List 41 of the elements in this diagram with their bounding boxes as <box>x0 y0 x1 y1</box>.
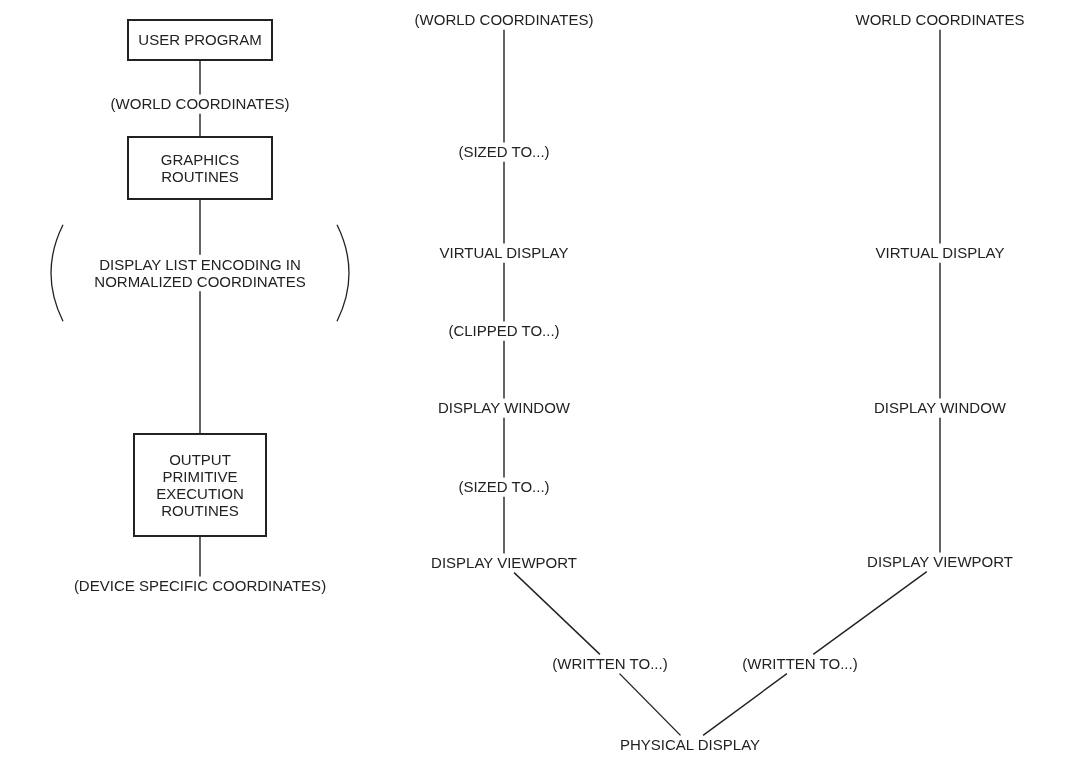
flow-label: (WORLD COORDINATES) <box>411 10 597 30</box>
flow-label: DISPLAY VIEWPORT <box>428 553 580 573</box>
connector-line <box>503 339 505 400</box>
flow-label: (SIZED TO...) <box>455 477 553 497</box>
connector-line <box>199 112 201 137</box>
connector-line <box>199 536 201 578</box>
connector-line <box>939 261 941 400</box>
flow-label: (SIZED TO...) <box>455 142 553 162</box>
process-box <box>127 136 273 200</box>
flow-label: VIRTUAL DISPLAY <box>872 243 1008 263</box>
connector-line <box>939 28 941 245</box>
flow-label: (DEVICE SPECIFIC COORDINATES) <box>70 576 330 596</box>
connector-line <box>199 199 201 256</box>
connector-line <box>513 571 601 656</box>
connector-line <box>812 570 928 656</box>
flow-label: DISPLAY LIST ENCODING IN NORMALIZED COORDINATES <box>65 254 335 292</box>
flow-label: (WRITTEN TO...) <box>549 654 671 674</box>
flow-label: (WRITTEN TO...) <box>739 654 861 674</box>
connector-line <box>503 160 505 245</box>
box-text: OUTPUT PRIMITIVE EXECUTION ROUTINES <box>155 450 245 520</box>
connector-line <box>702 672 788 737</box>
process-box <box>133 433 267 537</box>
flow-label: PHYSICAL DISPLAY <box>616 735 764 755</box>
flow-label: (CLIPPED TO...) <box>445 321 563 341</box>
box-text: USER PROGRAM <box>138 31 262 49</box>
flow-label: VIRTUAL DISPLAY <box>436 243 572 263</box>
connector-line <box>503 416 505 479</box>
flow-label: DISPLAY WINDOW <box>871 398 1009 418</box>
connector-line <box>939 416 941 554</box>
flow-label: (WORLD COORDINATES) <box>107 94 293 114</box>
connector-line <box>618 672 682 737</box>
box-text: GRAPHICS ROUTINES <box>159 150 241 186</box>
connector-line <box>503 28 505 144</box>
connector-line <box>503 495 505 555</box>
connector-line <box>199 60 201 96</box>
connector-line <box>199 290 201 434</box>
flow-label: DISPLAY VIEWPORT <box>864 552 1016 572</box>
flow-label: DISPLAY WINDOW <box>435 398 573 418</box>
flow-label: WORLD COORDINATES <box>852 10 1028 30</box>
process-box <box>127 19 273 61</box>
connector-line <box>503 261 505 323</box>
